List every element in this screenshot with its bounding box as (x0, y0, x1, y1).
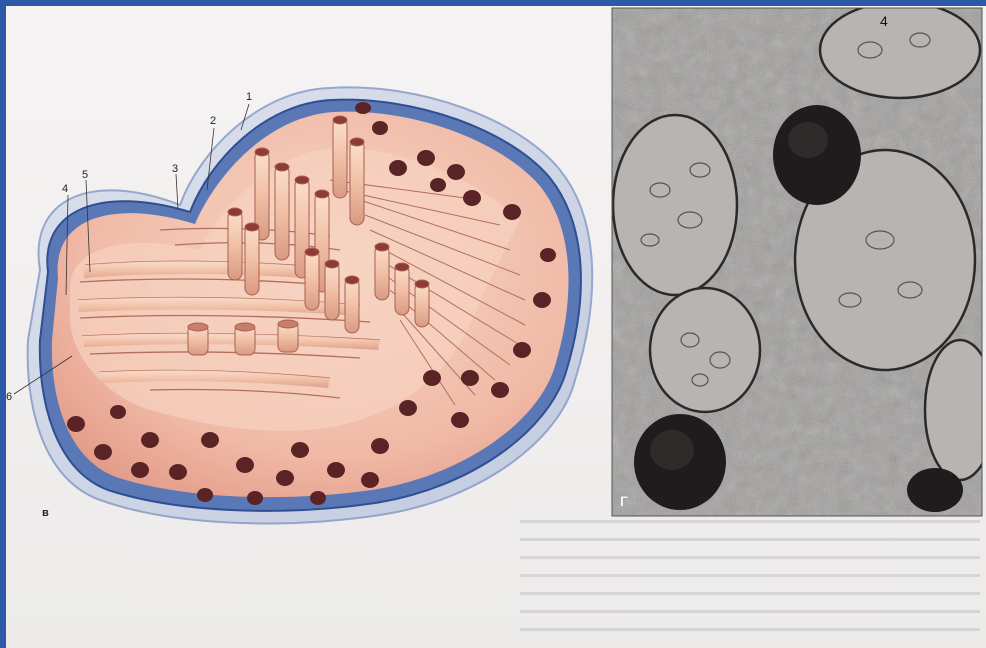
panel-letter-v: в (42, 507, 49, 519)
label-6: 6 (6, 391, 12, 403)
micrograph-number: 4 (880, 13, 888, 29)
label-5: 5 (82, 169, 88, 181)
mitochondrion-illustration: 1 2 3 4 5 6 в (6, 87, 592, 523)
label-4: 4 (62, 183, 68, 195)
label-1: 1 (246, 91, 252, 103)
label-3: 3 (172, 163, 178, 175)
electron-micrograph: 4 Г (612, 2, 986, 516)
panel-letter-g: Г (620, 493, 628, 509)
label-2: 2 (210, 115, 216, 127)
